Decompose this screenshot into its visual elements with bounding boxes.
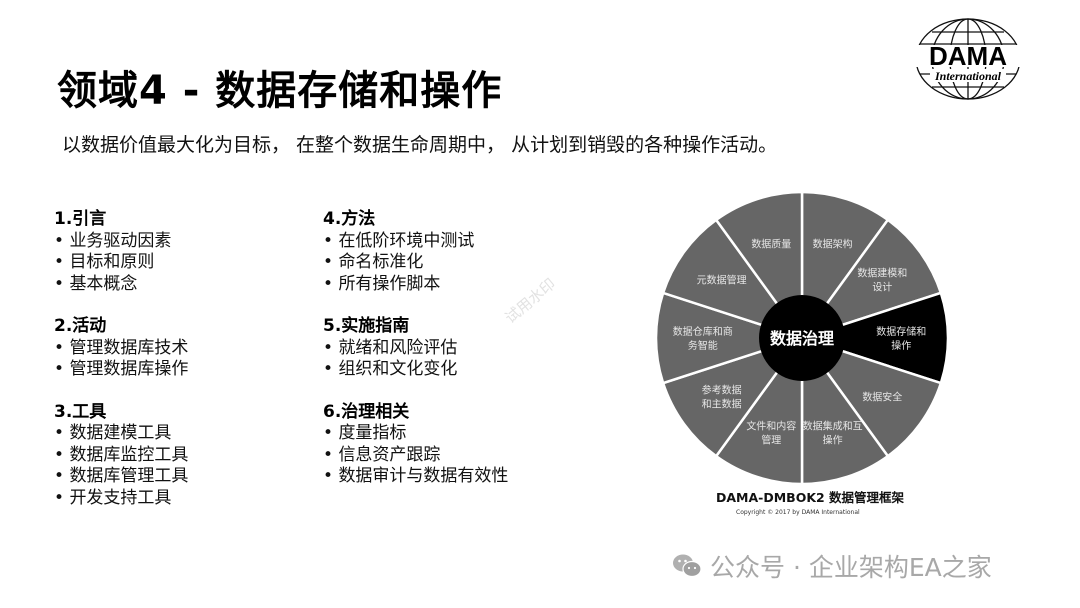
section-governance: 6.治理相关 度量指标 信息资产跟踪 数据审计与数据有效性	[323, 402, 508, 488]
list-item: 数据审计与数据有效性	[323, 466, 508, 488]
wheel-copyright: Copyright © 2017 by DAMA International	[736, 509, 860, 516]
wheel-segment-label: 数据仓库和商务智能	[673, 325, 733, 352]
wheel-center	[759, 295, 845, 381]
wheel-segment-label: 数据质量	[751, 238, 791, 251]
wheel-segment-label: 数据集成和互操作	[803, 419, 863, 446]
list-item: 管理数据库技术	[54, 338, 188, 360]
globe-icon: DAMA International	[912, 18, 1024, 100]
svg-text:DAMA: DAMA	[929, 41, 1007, 71]
list-item: 业务驱动因素	[54, 231, 188, 253]
footer-text: 公众号 · 企业架构EA之家	[710, 553, 992, 582]
list-item: 组织和文化变化	[323, 359, 508, 381]
wheel-segment	[661, 218, 806, 341]
section-intro: 1.引言 业务驱动因素 目标和原则 基本概念	[54, 209, 188, 295]
wheel-segment-label: 数据建模和设计	[857, 267, 907, 294]
section-tools: 3.工具 数据建模工具 数据库监控工具 数据库管理工具 开发支持工具	[54, 402, 188, 510]
wheel-segment-label: 参考数据和主数据	[702, 383, 742, 410]
list-item: 开发支持工具	[54, 488, 188, 510]
list-item: 在低阶环境中测试	[323, 231, 508, 253]
wechat-icon	[673, 554, 702, 578]
wheel-segment	[661, 335, 806, 458]
list-item: 管理数据库操作	[54, 359, 188, 381]
list-item: 度量指标	[323, 423, 508, 445]
section-heading: 3.工具	[54, 401, 107, 422]
wheel-segment-label: 元数据管理	[697, 274, 747, 287]
list-item: 目标和原则	[54, 252, 188, 274]
wheel-segment-label: 数据架构	[813, 238, 853, 251]
watermark: 试用水印	[501, 274, 560, 328]
section-heading: 6.治理相关	[323, 401, 410, 422]
dmbok-wheel-diagram: 数据架构数据建模和设计数据存储和操作数据安全数据集成和互操作文件和内容管理参考数…	[654, 190, 950, 486]
sections-left: 1.引言 业务驱动因素 目标和原则 基本概念 2.活动 管理数据库技术 管理数据…	[54, 209, 188, 530]
list-item: 数据库监控工具	[54, 445, 188, 467]
list-item: 基本概念	[54, 274, 188, 296]
wheel-segment-label: 文件和内容管理	[746, 419, 796, 446]
section-methods: 4.方法 在低阶环境中测试 命名标准化 所有操作脚本	[323, 209, 508, 295]
list-item: 命名标准化	[323, 252, 508, 274]
list-item: 信息资产跟踪	[323, 445, 508, 467]
wheel-segment	[654, 291, 807, 385]
list-item: 数据库管理工具	[54, 466, 188, 488]
section-implementation: 5.实施指南 就绪和风险评估 组织和文化变化	[323, 316, 508, 381]
section-heading: 4.方法	[323, 209, 376, 229]
section-heading: 5.实施指南	[323, 316, 410, 336]
wheel-center-label: 数据治理	[770, 329, 834, 348]
wheel-caption: DAMA-DMBOK2 数据管理框架	[716, 490, 905, 505]
dama-logo: DAMA International	[908, 14, 1028, 102]
wheel-segment	[797, 291, 950, 385]
list-item: 就绪和风险评估	[323, 338, 508, 360]
sections-right: 4.方法 在低阶环境中测试 命名标准化 所有操作脚本 5.实施指南 就绪和风险评…	[323, 209, 508, 509]
footer-brand: 公众号 · 企业架构EA之家	[672, 548, 992, 584]
list-item: 所有操作脚本	[323, 274, 508, 296]
section-activities: 2.活动 管理数据库技术 管理数据库操作	[54, 316, 188, 381]
svg-text:International: International	[934, 69, 1002, 83]
wheel-segment-label: 数据安全	[862, 390, 902, 403]
slide-title: 领域4 - 数据存储和操作	[57, 68, 503, 114]
section-heading: 2.活动	[54, 316, 107, 336]
wheel-segment	[798, 335, 943, 458]
section-heading: 1.引言	[54, 209, 107, 229]
wheel-segment	[798, 218, 943, 341]
slide-subtitle: 以数据价值最大化为目标， 在整个数据生命周期中， 从计划到销毁的各种操作活动。	[62, 134, 778, 156]
list-item: 数据建模工具	[54, 423, 188, 445]
wheel-segment-label: 数据存储和操作	[876, 325, 926, 352]
